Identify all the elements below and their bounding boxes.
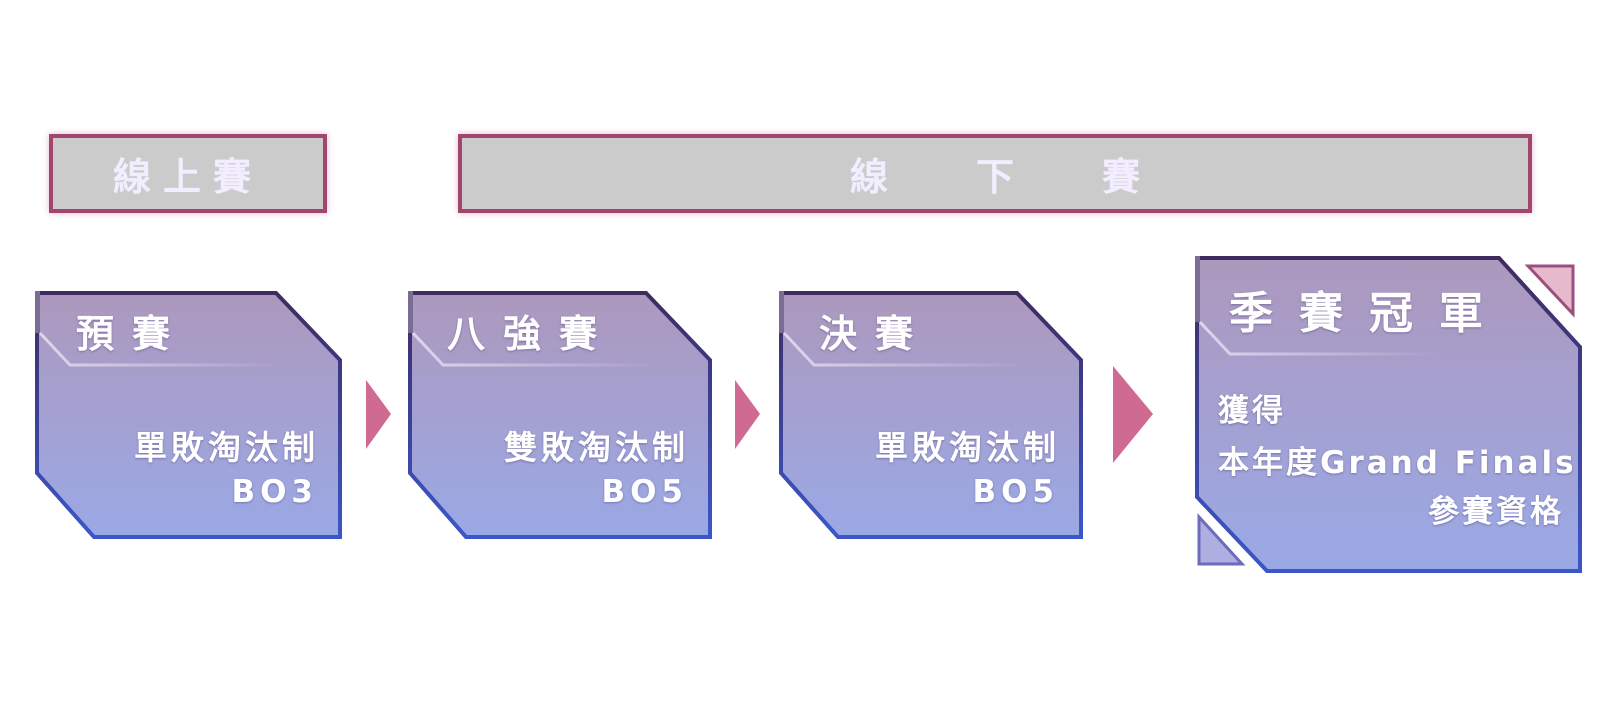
stage-best-of: BO5	[601, 474, 688, 510]
champion-card	[1195, 256, 1582, 573]
stage-title: 預賽	[76, 312, 189, 356]
stage-card-preliminary	[35, 291, 342, 539]
arrow-icon	[735, 380, 760, 449]
stage-format: 雙敗淘汰制	[504, 428, 689, 467]
stage-best-of: BO5	[972, 474, 1059, 510]
champion-reward-line: 獲得	[1218, 393, 1286, 429]
stage-best-of: BO3	[231, 474, 318, 510]
offline-phase-banner: 線下賽	[458, 134, 1532, 213]
stage-card-quarterfinal	[408, 291, 712, 539]
corner-triangle-icon	[1197, 513, 1246, 566]
online-phase-banner: 線上賽	[49, 134, 327, 213]
arrow-icon	[1113, 366, 1153, 463]
corner-triangle-icon	[1524, 264, 1575, 318]
champion-title: 季賽冠軍	[1229, 288, 1509, 339]
stage-format: 單敗淘汰制	[875, 428, 1060, 467]
champion-reward-line: 參賽資格	[1428, 494, 1564, 530]
stage-format: 單敗淘汰制	[134, 428, 319, 467]
stage-title: 八強賽	[447, 312, 616, 356]
stage-title: 決賽	[819, 312, 932, 356]
arrow-icon	[366, 380, 391, 449]
stage-card-final	[779, 291, 1083, 539]
champion-reward-line: 本年度Grand Finals	[1218, 445, 1577, 481]
